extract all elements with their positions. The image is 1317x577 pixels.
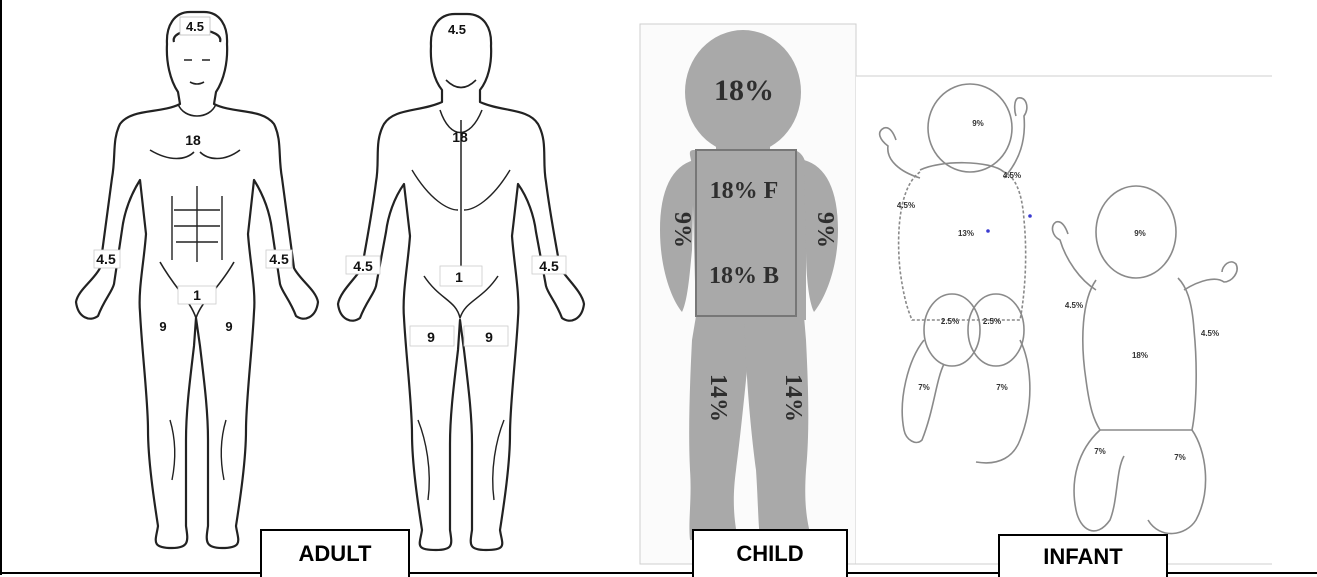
- infant1-leg-left-label: 7%: [918, 383, 930, 392]
- child-right-arm-label: 9%: [812, 212, 838, 248]
- adult-front-labels: [94, 17, 292, 304]
- adult-back-left-leg-label: 9: [427, 329, 435, 345]
- adult-back-left-arm-label: 4.5: [353, 258, 373, 274]
- adult-back-right-leg-label: 9: [485, 329, 493, 345]
- child-caption: CHILD: [692, 529, 848, 577]
- adult-front-right-arm-label: 4.5: [269, 251, 289, 267]
- infant2-head-label: 9%: [1134, 229, 1146, 238]
- adult-front-groin-label: 1: [193, 287, 201, 303]
- adult-front-left-arm-label: 4.5: [96, 251, 116, 267]
- infant1-arm-upper-label: 4.5%: [1003, 171, 1021, 180]
- child-trunk-back-label: 18% B: [709, 263, 779, 289]
- infant1-leg-right-label: 7%: [996, 383, 1008, 392]
- child-left-arm-label: 9%: [669, 212, 695, 248]
- adult-front-figure: [76, 12, 318, 548]
- infant1-trunk-label: 13%: [958, 229, 974, 238]
- infant-dot-2: [1028, 214, 1032, 218]
- infant2-arm-left-label: 4.5%: [1065, 301, 1083, 310]
- adult-front-head-label: 4.5: [186, 19, 204, 34]
- adult-front-left-leg-label: 9: [159, 319, 166, 334]
- adult-back-back-label: 18: [452, 129, 468, 145]
- infant2-leg-right-label: 7%: [1174, 453, 1186, 462]
- child-left-leg-label: 14%: [705, 374, 731, 422]
- adult-caption: ADULT: [260, 529, 410, 577]
- infant2-trunk-label: 18%: [1132, 351, 1148, 360]
- child-head-label: 18%: [714, 74, 774, 107]
- infant-caption: INFANT: [998, 534, 1168, 577]
- adult-front-right-leg-label: 9: [225, 319, 232, 334]
- infant2-leg-left-label: 7%: [1094, 447, 1106, 456]
- infant1-buttock-right-label: 2.5%: [983, 317, 1001, 326]
- infant2-arm-right-label: 4.5%: [1201, 329, 1219, 338]
- adult-back-buttock-label: 1: [455, 269, 463, 285]
- infant1-head-label: 9%: [972, 119, 984, 128]
- infant1-arm-left-label: 4.5%: [897, 201, 915, 210]
- adult-back-right-arm-label: 4.5: [539, 258, 559, 274]
- adult-front-chest-label: 18: [185, 132, 201, 148]
- child-right-leg-label: 14%: [780, 374, 806, 422]
- adult-back-head-label: 4.5: [448, 22, 466, 37]
- child-trunk-front-label: 18% F: [710, 178, 779, 204]
- infant1-buttock-left-label: 2.5%: [941, 317, 959, 326]
- infant-dot-1: [986, 229, 990, 233]
